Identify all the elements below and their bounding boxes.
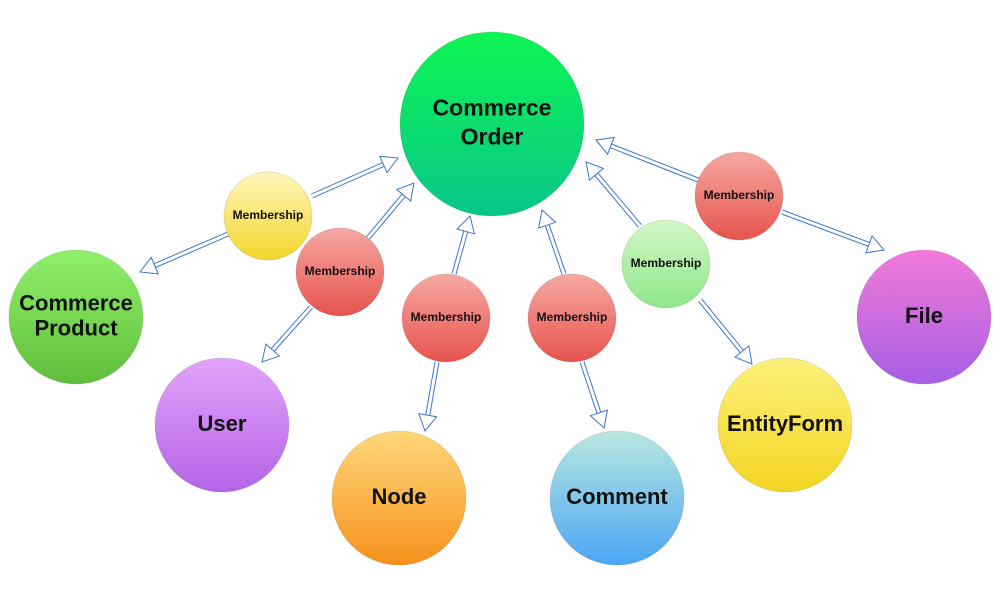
entity-circle xyxy=(549,430,685,566)
membership-label: Membership xyxy=(411,310,482,324)
membership-m-node: Membership xyxy=(401,273,491,363)
entity-label: User xyxy=(198,411,247,436)
entity-label: Commerce xyxy=(19,290,133,315)
entity-file: File xyxy=(856,249,992,385)
membership-label: Membership xyxy=(233,208,304,222)
membership-circle xyxy=(527,273,617,363)
membership-circle xyxy=(401,273,491,363)
membership-m-user: Membership xyxy=(295,227,385,317)
entity-circle xyxy=(856,249,992,385)
membership-label: Membership xyxy=(305,264,376,278)
membership-label: Membership xyxy=(631,256,702,270)
entity-label: Node xyxy=(372,484,427,509)
entity-label: Comment xyxy=(566,484,668,509)
entity-circle xyxy=(717,357,853,493)
membership-m-file: Membership xyxy=(694,151,784,241)
entity-node: Node xyxy=(331,430,467,566)
center-label: Commerce xyxy=(433,95,552,121)
center-circle xyxy=(399,31,585,217)
entity-circle xyxy=(154,357,290,493)
connector-arrow xyxy=(310,155,399,199)
connector-arrow xyxy=(451,215,476,275)
entity-comment: Comment xyxy=(549,430,685,566)
connector-arrow xyxy=(781,209,885,254)
membership-m-product: Membership xyxy=(223,171,313,261)
entity-label: File xyxy=(905,303,943,328)
membership-label: Membership xyxy=(537,310,608,324)
membership-label: Membership xyxy=(704,188,775,202)
membership-circle xyxy=(694,151,784,241)
connector-arrow xyxy=(698,298,753,365)
membership-circle xyxy=(295,227,385,317)
entity-label: Product xyxy=(34,315,118,340)
entity-user: User xyxy=(154,357,290,493)
connectors xyxy=(139,136,885,433)
connector-arrow xyxy=(595,136,699,183)
connector-arrow xyxy=(366,182,415,240)
connector-arrow xyxy=(418,361,440,433)
membership-m-comment: Membership xyxy=(527,273,617,363)
center-label: Order xyxy=(461,124,524,150)
entity-circle xyxy=(8,249,144,385)
entity-circle xyxy=(331,430,467,566)
entity-entityform: EntityForm xyxy=(717,357,853,493)
membership-circle xyxy=(621,219,711,309)
connector-arrow xyxy=(579,361,609,429)
membership-circle xyxy=(223,171,313,261)
connector-arrow xyxy=(538,209,567,275)
connector-arrow xyxy=(139,231,229,275)
connector-arrow xyxy=(261,305,313,363)
entity-label: EntityForm xyxy=(727,411,843,436)
membership-m-entityform: Membership xyxy=(621,219,711,309)
connector-arrow xyxy=(585,161,642,228)
